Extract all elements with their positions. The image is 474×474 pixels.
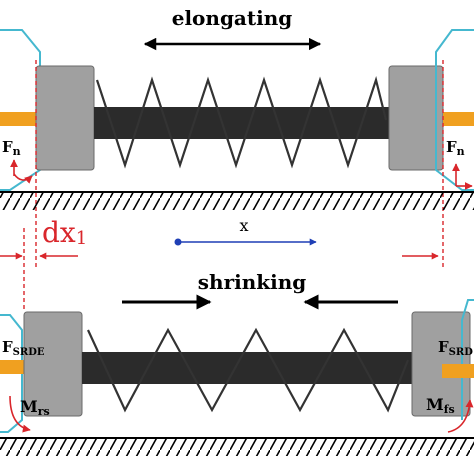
middle-annotations: dx1 x — [0, 216, 439, 260]
left-plunger — [0, 112, 36, 126]
right-plunger-bottom — [442, 364, 474, 378]
piston-rod-bottom — [82, 352, 412, 384]
shrinking-label: shrinking — [198, 270, 306, 294]
left-sleeve-icon — [0, 29, 41, 191]
left-moment-arrow-bottom — [9, 395, 31, 433]
right-moment-arrow-bottom — [447, 399, 474, 433]
left-damper-block — [35, 65, 95, 171]
piston-rod — [94, 107, 389, 139]
bottom-ground-hatch — [0, 438, 474, 456]
left-moment-arrow — [13, 173, 33, 184]
right-force-bottom-label: FSRD — [438, 338, 473, 358]
top-ground-hatch — [0, 192, 474, 210]
left-sleeve-bottom-icon — [0, 314, 23, 433]
right-damper-block — [388, 65, 444, 171]
right-force-label: Fn — [446, 138, 465, 158]
bottom-assembly: shrinking FSRDE Mrs FSRD — [0, 228, 474, 433]
right-plunger — [443, 112, 474, 126]
right-moment-label: Mfs — [426, 395, 455, 416]
axis-origin — [174, 238, 182, 246]
spring-bottom-icon — [87, 327, 410, 413]
left-force-bottom-label: FSRDE — [2, 338, 45, 358]
top-assembly: elongating Fn Fn — [0, 6, 474, 268]
left-moment-label: Mrs — [20, 397, 50, 418]
displacement-label: dx1 — [42, 216, 87, 249]
left-plunger-bottom — [0, 360, 30, 374]
left-force-label: Fn — [2, 138, 21, 158]
x-axis-label: x — [239, 216, 248, 235]
spring-icon — [95, 76, 388, 169]
elongating-label: elongating — [172, 6, 293, 30]
right-sleeve-icon — [435, 29, 474, 191]
